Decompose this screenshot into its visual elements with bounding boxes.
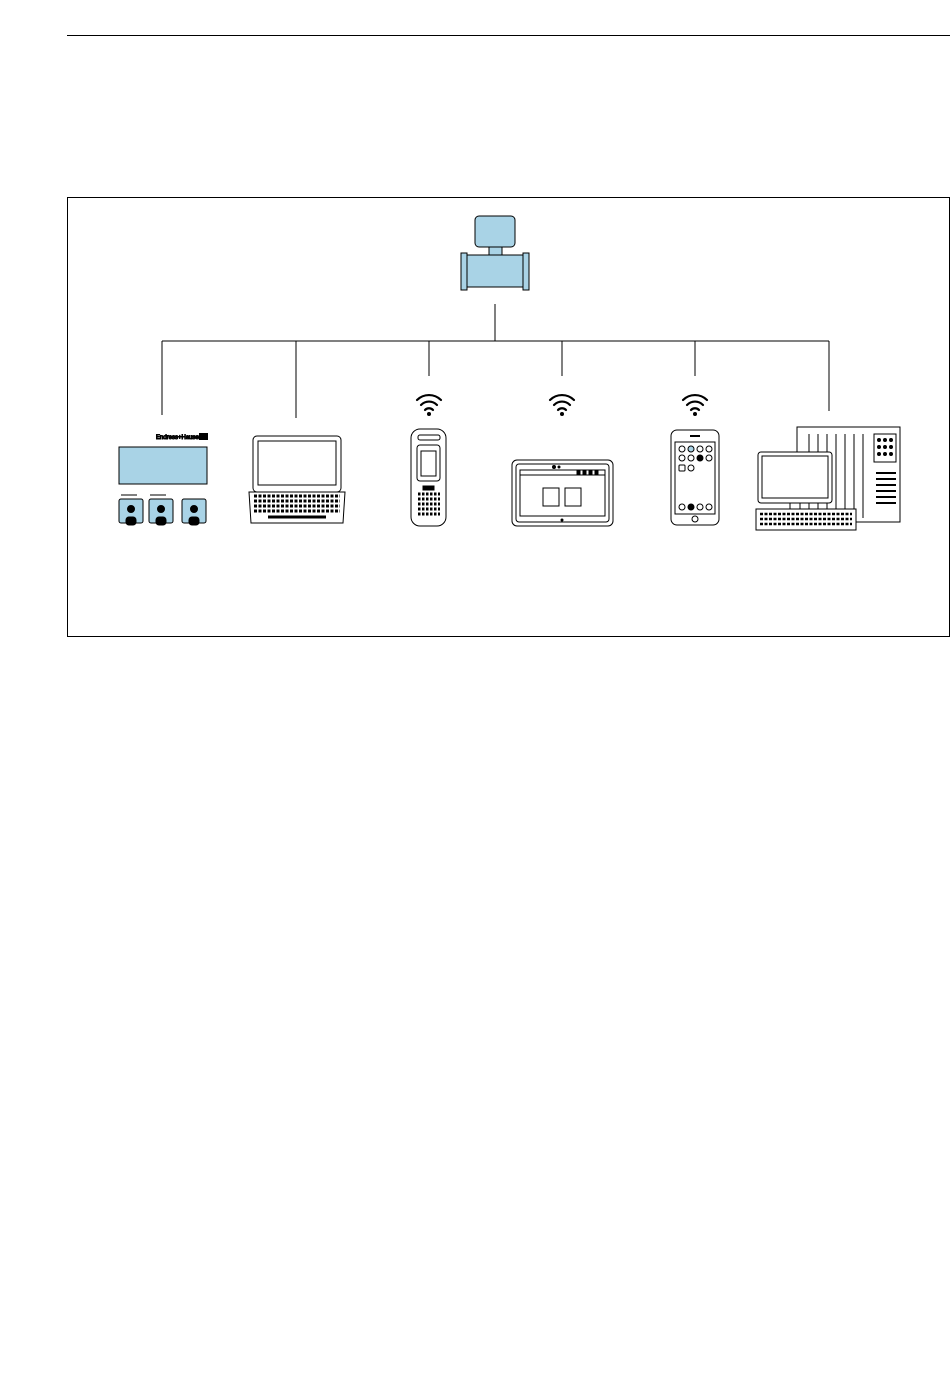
flowmeter-icon <box>461 216 529 290</box>
page-header-rule <box>67 35 950 36</box>
operating-options-diagram: Endress+Hauser <box>68 198 949 636</box>
wifi-icon <box>550 395 574 416</box>
wifi-icon <box>683 395 707 416</box>
brand-logo-text: Endress+Hauser <box>156 435 201 441</box>
tablet-icon <box>512 460 613 526</box>
control-system-icon <box>756 427 900 530</box>
handheld-terminal-icon <box>411 429 446 526</box>
wifi-icon <box>417 395 441 416</box>
laptop-icon <box>249 436 345 523</box>
operating-options-figure: Endress+Hauser <box>67 197 950 637</box>
plc-io-points <box>878 439 893 456</box>
local-display-icon: Endress+Hauser <box>119 433 208 525</box>
smartphone-icon <box>671 430 719 525</box>
connection-lines <box>162 304 829 418</box>
